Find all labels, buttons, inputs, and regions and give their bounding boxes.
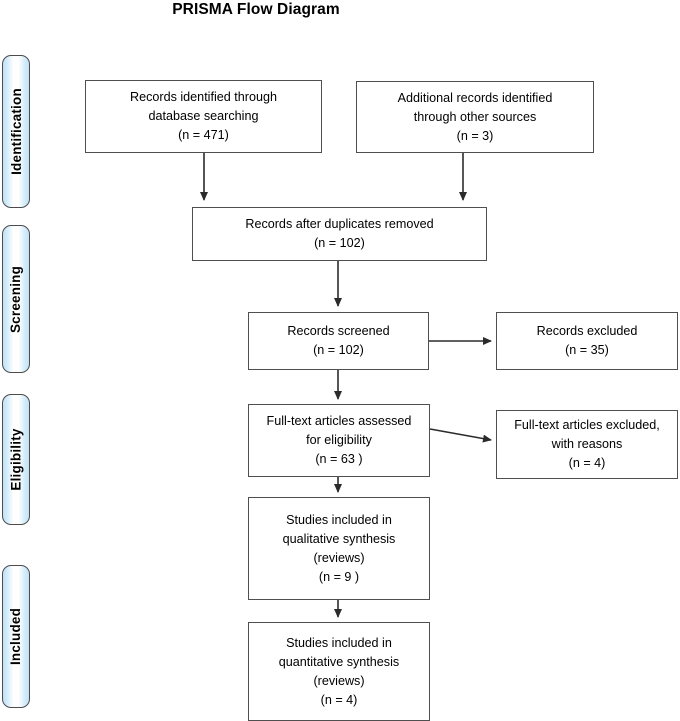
stage-label-included: Included (2, 565, 30, 708)
box-count: (n = 102) (314, 236, 365, 250)
stage-label-eligibility-text: Eligibility (8, 428, 24, 491)
arrow-fulltext-to-fulltext-excluded (429, 428, 492, 443)
box-line: Full-text articles assessed (266, 414, 412, 428)
box-records-after-duplicates-removed: Records after duplicates removed (n = 10… (192, 207, 487, 261)
stage-label-screening: Screening (2, 225, 30, 373)
box-qualitative-synthesis: Studies included in qualitative synthesi… (248, 497, 430, 600)
stage-label-screening-text: Screening (8, 265, 24, 333)
box-line: quantitative synthesis (278, 654, 400, 669)
box-count: (n = 102) (313, 343, 364, 357)
stage-label-eligibility: Eligibility (2, 394, 30, 525)
box-line: Full-text articles excluded, (514, 418, 660, 432)
box-records-screened: Records screened (n = 102) (248, 312, 429, 370)
box-line: Records screened (287, 324, 390, 338)
box-fulltext-excluded: Full-text articles excluded, with reason… (496, 410, 678, 479)
box-count: (n = 9 ) (318, 569, 360, 584)
box-fulltext-assessed: Full-text articles assessed for eligibil… (248, 404, 430, 477)
page-title: PRISMA Flow Diagram (172, 1, 340, 18)
box-line: Studies included in (286, 635, 392, 650)
box-line: (reviews) (313, 550, 365, 565)
box-count: (n = 471) (178, 128, 229, 142)
box-line: (reviews) (313, 673, 365, 688)
box-count: (n = 4) (568, 456, 606, 470)
stage-label-included-text: Included (8, 607, 24, 666)
box-line: through other sources (413, 109, 537, 124)
box-count: (n = 3) (456, 128, 494, 143)
box-line: database searching (148, 109, 259, 123)
box-line: qualitative synthesis (282, 531, 396, 546)
box-records-identified-database: Records identified through database sear… (85, 80, 322, 153)
stage-label-identification-text: Identification (8, 88, 24, 175)
box-line: for eligibility (306, 433, 372, 447)
box-count: (n = 63 ) (315, 452, 363, 466)
box-count: (n = 35) (565, 343, 609, 357)
stage-label-identification: Identification (2, 55, 30, 208)
box-additional-records-other-sources: Additional records identified through ot… (356, 81, 594, 153)
box-line: Additional records identified (397, 90, 553, 105)
box-line: Records excluded (536, 324, 638, 338)
box-line: Records identified through (129, 90, 278, 104)
box-count: (n = 4) (320, 692, 358, 707)
box-line: Records after duplicates removed (245, 217, 434, 231)
box-quantitative-synthesis: Studies included in quantitative synthes… (248, 622, 430, 721)
box-line: with reasons (551, 437, 623, 451)
box-records-excluded: Records excluded (n = 35) (496, 312, 678, 370)
box-line: Studies included in (286, 512, 392, 527)
